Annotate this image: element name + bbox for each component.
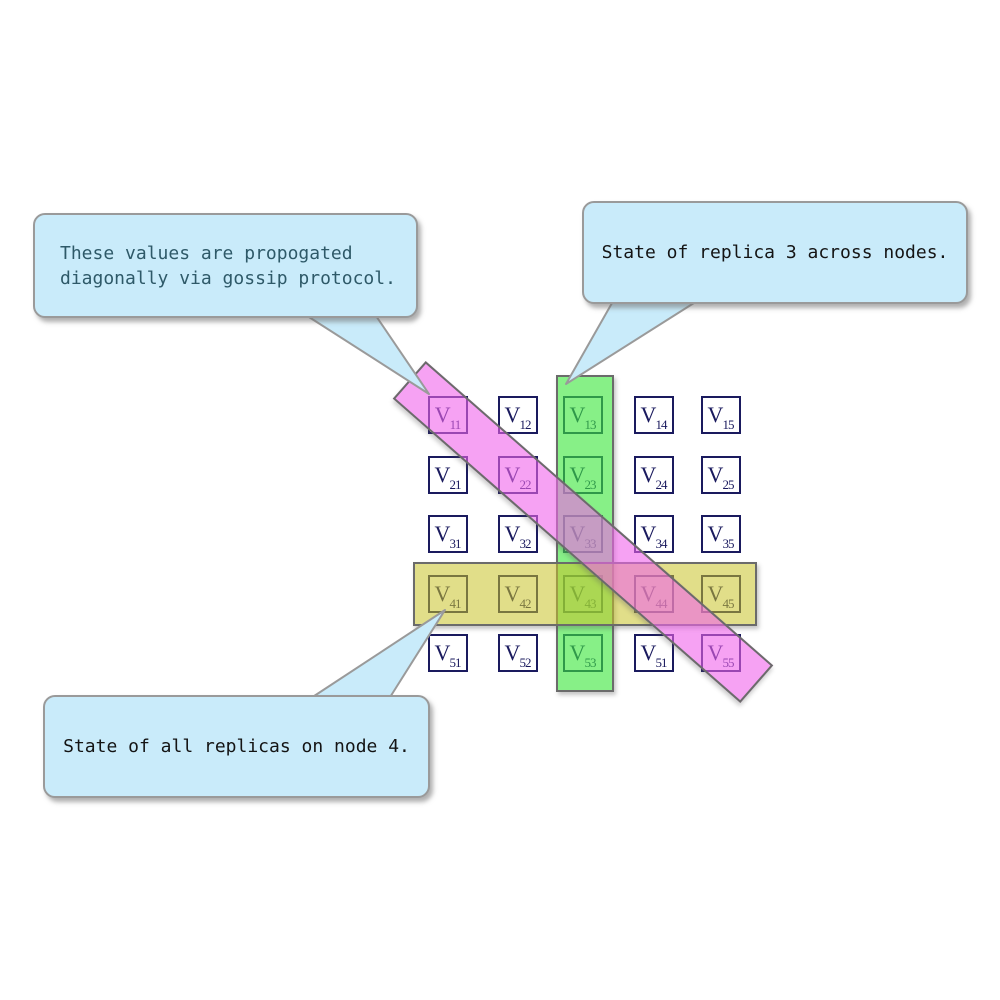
replica-callout-tail <box>565 295 706 385</box>
grid-cell-r2c4: V24 <box>634 456 674 494</box>
cell-label: V25 <box>707 461 735 492</box>
grid-cell-r5c1: V51 <box>428 634 468 672</box>
grid-cell-r1c5: V15 <box>701 396 741 434</box>
grid-cell-r3c2: V32 <box>498 515 538 553</box>
grid-cell-r1c2: V12 <box>498 396 538 434</box>
replica3-callout-line1: State of replica 3 across nodes. <box>601 242 949 263</box>
cell-label: V52 <box>504 639 532 670</box>
cell-label: V34 <box>640 520 668 551</box>
grid-cell-r3c4: V34 <box>634 515 674 553</box>
gossip-callout: These values are propogated diagonally v… <box>33 213 418 318</box>
cell-label: V35 <box>707 520 735 551</box>
grid-cell-r3c5: V35 <box>701 515 741 553</box>
grid-cell-r3c1: V31 <box>428 515 468 553</box>
gossip-callout-line1: These values are propogated <box>60 242 353 264</box>
cell-label: V24 <box>640 461 668 492</box>
grid-cell-r5c4: V51 <box>634 634 674 672</box>
cell-label: V51 <box>640 639 668 670</box>
cell-label: V32 <box>504 520 532 551</box>
grid-cell-r5c2: V52 <box>498 634 538 672</box>
gossip-callout-line2: diagonally via gossip protocol. <box>60 267 396 289</box>
grid-cell-r2c5: V25 <box>701 456 741 494</box>
grid-cell-r2c1: V21 <box>428 456 468 494</box>
cell-label: V15 <box>707 401 735 432</box>
node4-callout-line1: State of all replicas on node 4. <box>63 736 410 757</box>
cell-label: V51 <box>434 639 462 670</box>
cell-label: V14 <box>640 401 668 432</box>
replica3-callout: State of replica 3 across nodes. <box>582 201 968 304</box>
cell-label: V31 <box>434 520 462 551</box>
cell-label: V12 <box>504 401 532 432</box>
cell-label: V21 <box>434 461 462 492</box>
grid-cell-r1c4: V14 <box>634 396 674 434</box>
node4-callout: State of all replicas on node 4. <box>43 695 430 798</box>
